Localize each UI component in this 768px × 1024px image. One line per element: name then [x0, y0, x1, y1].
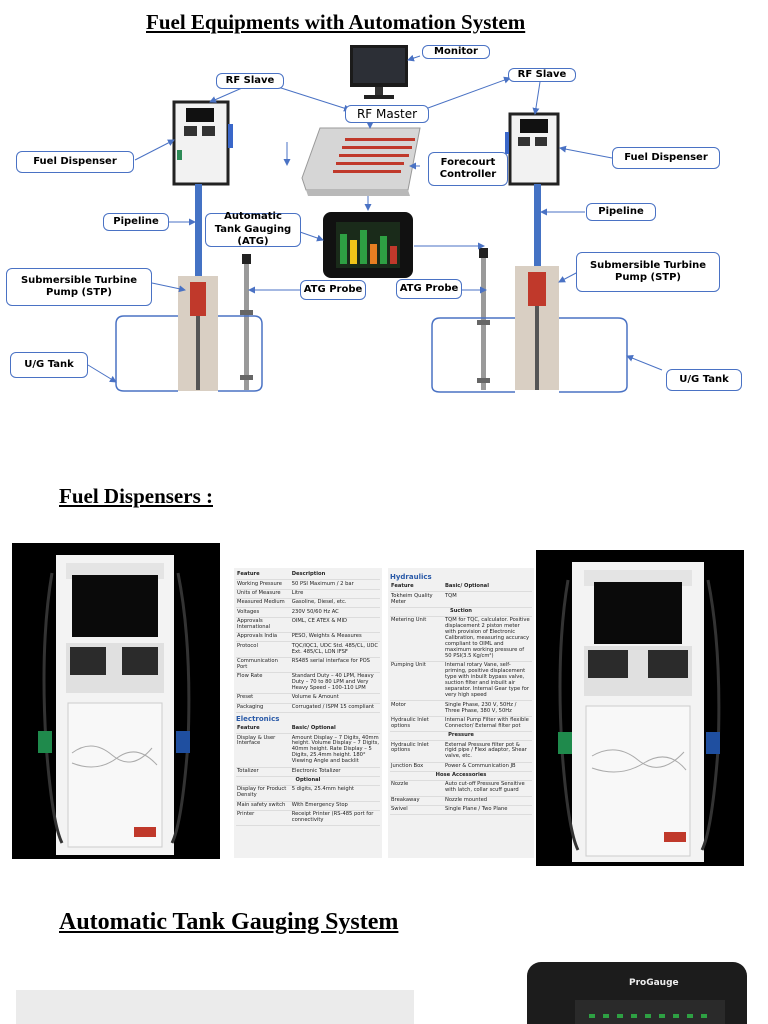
label-stp-right: Submersible Turbine Pump (STP)	[576, 252, 720, 292]
section-title-dispensers: Fuel Dispensers :	[59, 484, 213, 508]
fuel-dispenser-right-image	[505, 112, 560, 186]
page-title: Fuel Equipments with Automation System	[146, 10, 526, 34]
ug-tank-left-outline	[115, 315, 178, 392]
suction-title: Suction	[390, 607, 532, 618]
optional-title: Optional	[236, 776, 380, 787]
atg-probe-right-image	[477, 248, 490, 390]
ug-tank-left-outline-right	[218, 315, 263, 392]
hose-title: Hose Accessories	[390, 771, 532, 782]
hydraulics-title: Hydraulics	[390, 573, 432, 581]
atg-console-image	[323, 212, 413, 278]
col-header: Description	[290, 571, 380, 581]
col-header: Basic/ Optional	[443, 583, 532, 593]
label-rf-master: RF Master	[345, 105, 429, 123]
label-pipeline-left: Pipeline	[103, 213, 169, 231]
col-header: Feature	[236, 724, 291, 735]
pipeline-right-pipe	[534, 184, 541, 266]
automation-diagram	[87, 45, 663, 393]
label-atg: Automatic Tank Gauging (ATG)	[205, 211, 301, 247]
spec-table-right: Hydraulics Feature Basic/ Optional Tokhe…	[388, 568, 534, 858]
stp-right-image	[515, 266, 559, 390]
label-rf-slave-left: RF Slave	[216, 73, 284, 89]
label-fuel-dispenser-left: Fuel Dispenser	[16, 151, 134, 173]
dispenser-photo-right	[536, 550, 744, 866]
col-header: Basic/ Optional	[290, 724, 380, 735]
hydraulics-table: Feature Basic/ Optional Tokheim Quality …	[390, 583, 532, 816]
stp-left-image	[178, 276, 218, 391]
atg-system-photo	[16, 990, 414, 1024]
forecourt-controller-image	[301, 127, 421, 196]
section-title-atg: Automatic Tank Gauging System	[59, 909, 399, 935]
ug-tank-right-outline	[431, 317, 515, 393]
atg-probe-left-image	[240, 254, 253, 390]
label-atg-probe-right: ATG Probe	[396, 279, 462, 299]
col-header: Feature	[236, 571, 291, 581]
label-pipeline-right: Pipeline	[586, 203, 656, 221]
label-stp-left: Submersible Turbine Pump (STP)	[6, 268, 152, 306]
ug-tank-right-outline-right	[559, 317, 628, 393]
progauge-console-photo: ProGauge	[527, 962, 747, 1024]
progauge-brand-text: ProGauge	[629, 978, 679, 988]
pressure-title: Pressure	[390, 731, 532, 742]
label-monitor: Monitor	[422, 45, 490, 59]
label-forecourt-controller: Forecourt Controller	[428, 152, 508, 186]
fuel-dispenser-left-image	[172, 100, 233, 186]
label-fuel-dispenser-right: Fuel Dispenser	[612, 147, 720, 169]
label-atg-probe-left: ATG Probe	[300, 280, 366, 300]
monitor-image	[350, 45, 408, 99]
label-ug-tank-right: U/G Tank	[666, 369, 742, 391]
electronics-table: Feature Basic/ Optional Display & User I…	[236, 724, 380, 827]
label-ug-tank-left: U/G Tank	[10, 352, 88, 378]
col-header: Feature	[390, 583, 444, 593]
electronics-title: Electronics	[236, 714, 280, 723]
pipeline-left-pipe	[195, 184, 202, 276]
dispenser-photo-left	[12, 543, 220, 859]
label-rf-slave-right: RF Slave	[508, 68, 576, 82]
